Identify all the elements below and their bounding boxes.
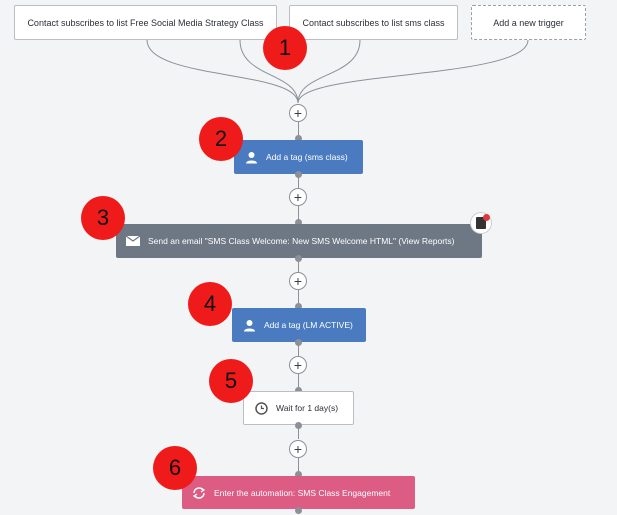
user-icon [242,318,256,332]
step-label: Add a tag (LM ACTIVE) [264,320,353,330]
step-label: Add a tag (sms class) [266,152,348,162]
step-label: Send an email "SMS Class Welcome: New SM… [148,236,455,246]
add-action-button[interactable]: + [289,272,307,290]
report-document-icon [476,217,486,229]
connector-dot [295,471,302,478]
add-action-button[interactable]: + [289,188,307,206]
connector-dot [295,135,302,142]
connector-line [298,174,299,188]
connector-dot [295,507,302,514]
envelope-icon [126,234,140,248]
trigger-free-social-media-class[interactable]: Contact subscribes to list Free Social M… [14,5,277,40]
connector-dot [295,219,302,226]
notification-badge [483,214,490,221]
trigger-sms-class[interactable]: Contact subscribes to list sms class [289,5,458,40]
refresh-icon [192,486,206,500]
trigger-connectors [146,39,529,104]
trigger-label: Add a new trigger [493,17,564,28]
connector-line [298,458,299,476]
user-icon [244,150,258,164]
add-new-trigger-button[interactable]: Add a new trigger [471,5,586,40]
annotation-marker: 4 [188,282,232,326]
trigger-label: Contact subscribes to list Free Social M… [27,17,264,28]
annotation-marker: 1 [263,26,307,70]
connector-dot [295,303,302,310]
annotation-marker: 5 [209,359,253,403]
connector-line [298,290,299,308]
add-action-button[interactable]: + [289,104,307,122]
step-label: Enter the automation: SMS Class Engageme… [214,487,391,498]
add-tag-sms-class-step[interactable]: Add a tag (sms class) [234,140,363,174]
trigger-label: Contact subscribes to list sms class [302,17,445,28]
enter-automation-step[interactable]: Enter the automation: SMS Class Engageme… [182,476,415,509]
connector-line [298,374,299,392]
step-label: Wait for 1 day(s) [276,403,339,413]
annotation-marker: 2 [199,117,243,161]
connector-line [298,122,299,140]
connector-line [298,258,299,272]
add-action-button[interactable]: + [289,440,307,458]
connector-line [298,206,299,224]
clock-icon [254,401,268,415]
annotation-marker: 3 [81,196,125,240]
add-tag-lm-active-step[interactable]: Add a tag (LM ACTIVE) [232,308,366,342]
annotation-marker: 6 [153,446,197,490]
connector-dot [295,387,302,394]
send-email-step[interactable]: Send an email "SMS Class Welcome: New SM… [116,224,482,258]
connector-line [298,342,299,356]
wait-step[interactable]: Wait for 1 day(s) [243,391,354,425]
connector-line [298,425,299,439]
add-action-button[interactable]: + [289,356,307,374]
